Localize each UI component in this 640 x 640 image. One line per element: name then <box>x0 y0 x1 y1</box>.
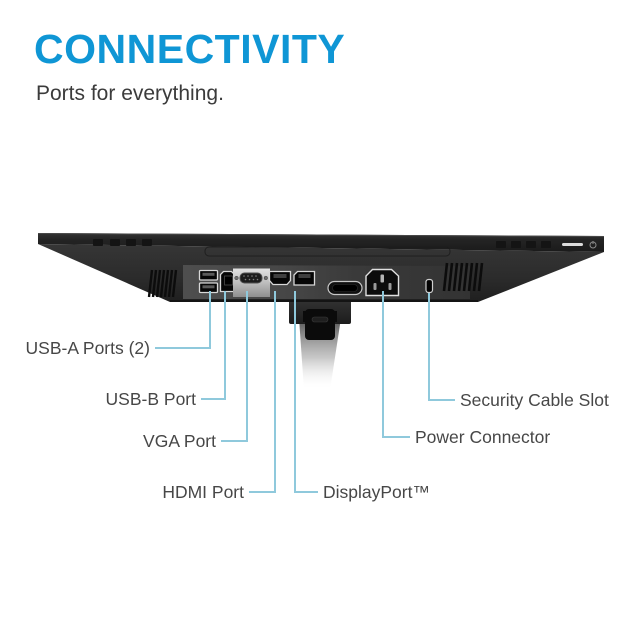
leader-vga <box>221 291 248 442</box>
page-title: CONNECTIVITY <box>34 26 346 72</box>
label-usb-b-port: USB-B Port <box>105 389 196 409</box>
label-power-connector: Power Connector <box>415 427 551 447</box>
cable-tidy-slot <box>327 280 363 296</box>
leader-lines <box>155 291 455 493</box>
power-connector-port <box>365 268 400 297</box>
osd-buttons-left <box>93 239 152 246</box>
stand-neck <box>289 294 351 324</box>
port-recess-strip <box>183 265 470 299</box>
leader-hdmi <box>249 291 276 493</box>
label-hdmi-port: HDMI Port <box>162 482 244 502</box>
monitor-bottom-bezel <box>38 233 604 252</box>
stand-release-clip <box>305 309 335 340</box>
monitor-underside <box>38 244 604 302</box>
usb-b-port <box>219 270 236 293</box>
power-led-strip <box>562 243 583 246</box>
monitor-stand <box>289 294 351 390</box>
usb-a-ports <box>198 269 219 294</box>
security-cable-slot <box>425 278 434 294</box>
leader-usb-b <box>201 291 226 400</box>
osd-buttons-right <box>496 241 551 248</box>
hdmi-port <box>268 270 292 286</box>
label-security-cable-slot: Security Cable Slot <box>460 390 609 410</box>
page-subtitle: Ports for everything. <box>36 82 224 105</box>
power-symbol-icon <box>589 241 597 249</box>
displayport-port <box>293 270 316 286</box>
right-vent-grille <box>442 262 484 292</box>
leader-displayport <box>294 291 318 493</box>
left-vent-grille <box>147 269 178 298</box>
leader-usb-a <box>155 291 211 349</box>
monitor-body <box>37 233 605 302</box>
label-usb-a-ports: USB-A Ports (2) <box>25 338 150 358</box>
leader-power <box>382 291 410 438</box>
label-vga-port: VGA Port <box>143 431 216 451</box>
leader-security <box>428 293 455 401</box>
vga-port <box>233 268 270 297</box>
label-displayport: DisplayPort™ <box>323 482 430 502</box>
